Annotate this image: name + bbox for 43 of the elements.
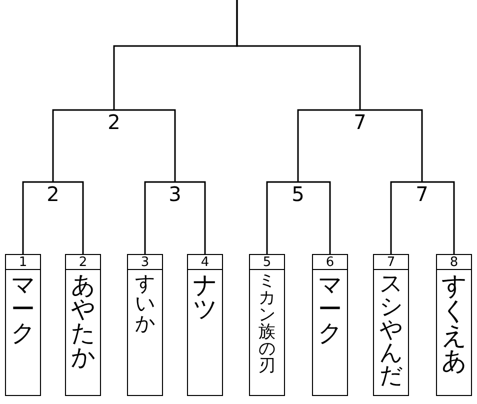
winner-number: 5 — [292, 184, 304, 204]
player-name: スシやんだ — [380, 273, 402, 388]
bracket-line — [52, 109, 115, 182]
bracket-line — [144, 181, 176, 254]
bracket-line — [359, 109, 423, 182]
entry-box — [187, 254, 223, 396]
entry-box — [312, 254, 348, 396]
player-name: すいか — [135, 273, 155, 333]
entry-box — [127, 254, 163, 396]
seed-number: 4 — [200, 256, 210, 269]
entry-box — [373, 254, 409, 396]
bracket-line — [390, 181, 423, 254]
player-name: すくえあ — [442, 273, 466, 373]
winner-number: 3 — [168, 184, 182, 204]
winner-number: 7 — [416, 184, 428, 204]
seed-number: 1 — [18, 256, 28, 269]
entry-box — [65, 254, 101, 396]
player-name: ミカン族の刃 — [258, 273, 276, 375]
seed-number: 7 — [386, 256, 396, 269]
winner-number: 2 — [46, 184, 60, 204]
seed-number: 5 — [262, 256, 272, 269]
entry-box — [249, 254, 285, 396]
bracket-line — [22, 181, 54, 254]
bracket-line — [236, 0, 361, 110]
player-name: マーク — [11, 273, 35, 345]
player-name: あやたか — [71, 273, 95, 369]
entry-box — [436, 254, 472, 396]
bracket-line — [174, 181, 206, 254]
seed-number: 3 — [140, 256, 150, 269]
bracket-line — [52, 181, 84, 254]
bracket-line — [421, 181, 455, 254]
bracket-line — [266, 181, 299, 254]
bracket-line — [113, 109, 176, 182]
player-name: ナツ — [193, 273, 217, 321]
seed-number: 8 — [450, 256, 458, 269]
winner-number: 7 — [354, 112, 366, 132]
entry-box — [5, 254, 41, 396]
seed-number: 2 — [78, 256, 88, 269]
winner-number: 2 — [108, 112, 120, 132]
bracket-line — [297, 109, 361, 182]
bracket-line — [297, 181, 331, 254]
player-name: マーク — [318, 273, 342, 345]
seed-number: 6 — [326, 256, 334, 269]
